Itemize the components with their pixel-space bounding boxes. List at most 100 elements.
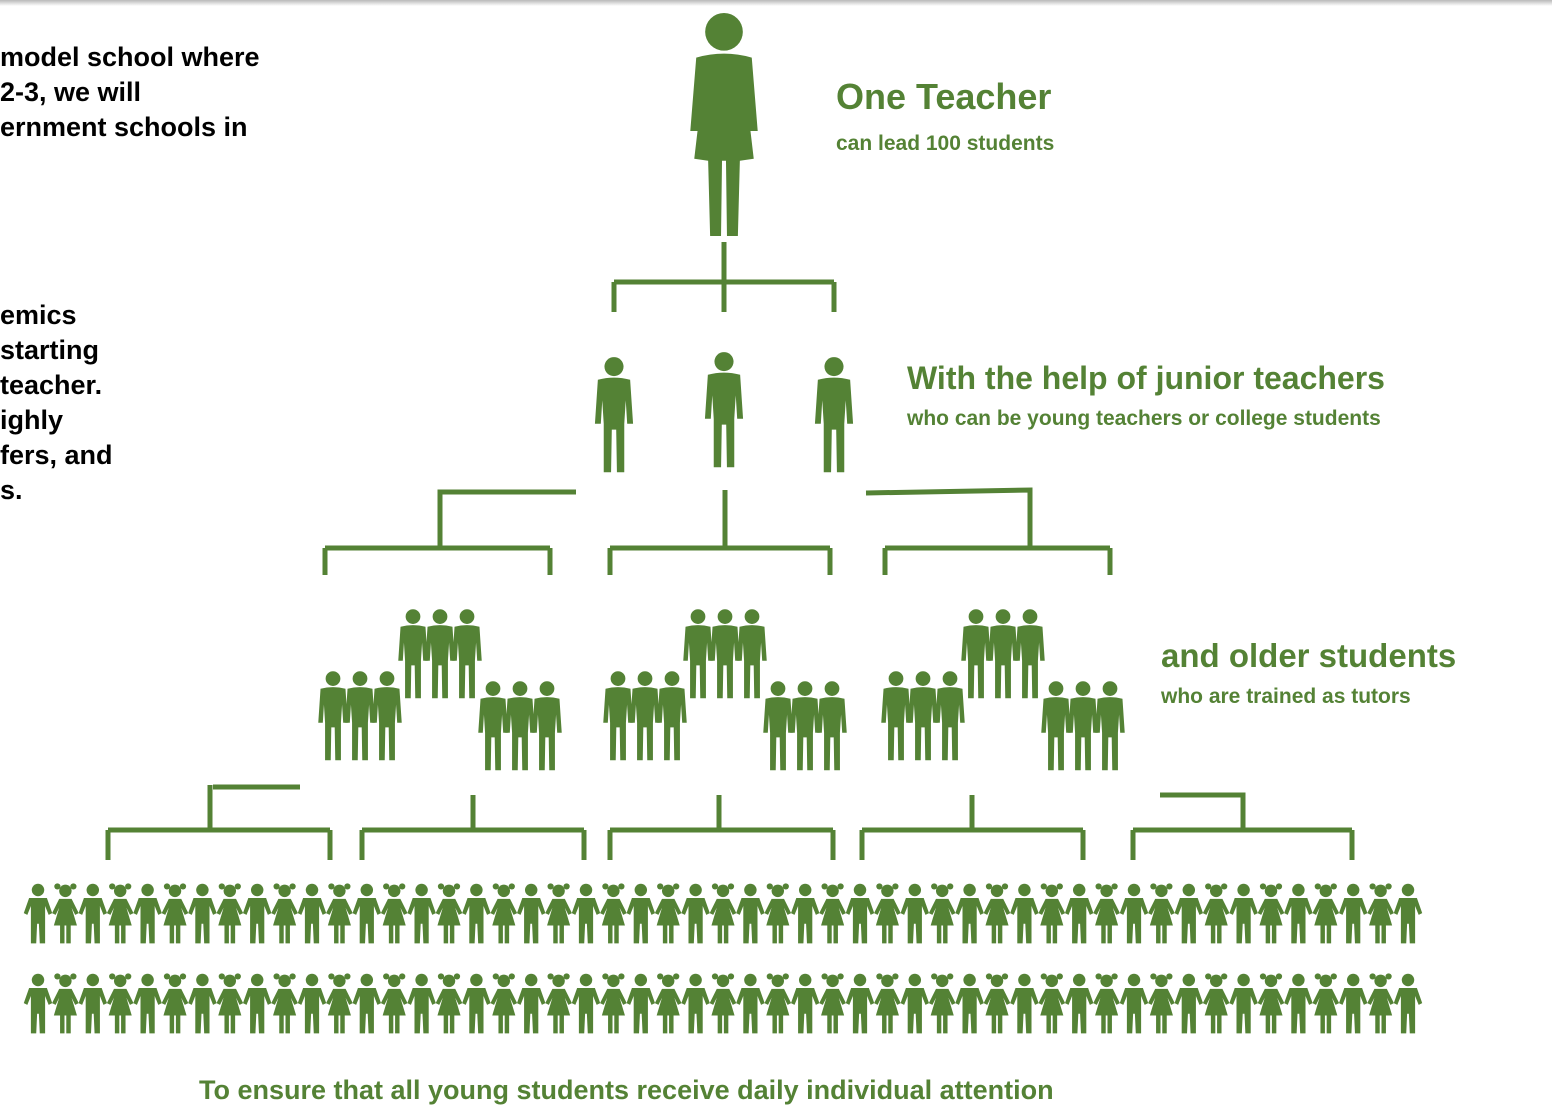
boy-child-icon: [352, 883, 382, 944]
intro-line-7: ighly: [0, 405, 64, 435]
young-connector: [859, 795, 1086, 860]
boy-child-icon: [78, 973, 108, 1034]
boy-child-icon: [352, 973, 382, 1034]
tutor-student-icon: [763, 681, 793, 771]
boy-child-icon: [1393, 883, 1423, 944]
teacher-connector: [611, 242, 837, 312]
boy-child-icon: [571, 883, 601, 944]
girl-child-icon: [490, 883, 518, 944]
boy-child-icon: [516, 973, 546, 1034]
young-connector: [607, 795, 836, 860]
tutor-student-icon: [505, 681, 535, 771]
boy-child-icon: [1010, 883, 1039, 944]
teacher-title: One Teacher: [836, 76, 1052, 117]
girl-child-icon: [435, 883, 463, 944]
tutor-student-icon: [532, 681, 562, 771]
young-connector: [105, 827, 333, 860]
boy-child-icon: [736, 973, 765, 1034]
girl-child-icon: [709, 883, 737, 944]
boy-child-icon: [297, 883, 327, 944]
group-connector: [322, 525, 553, 575]
boy-child-icon: [955, 883, 984, 944]
girl-child-icon: [1038, 883, 1066, 944]
girl-child-icon: [1038, 973, 1066, 1034]
tutors-subtitle: who are trained as tutors: [1161, 685, 1411, 708]
junior-teacher-icon: [704, 352, 744, 468]
top-border: [0, 0, 1552, 6]
boy-child-icon: [1174, 973, 1204, 1034]
tutors-title: and older students: [1161, 637, 1457, 674]
intro-line-6: teacher.: [0, 370, 103, 400]
tutor-student-icon: [603, 671, 633, 761]
tutor-student-icon: [790, 681, 820, 771]
boy-child-icon: [1229, 883, 1258, 944]
boy-child-icon: [626, 973, 656, 1034]
boy-child-icon: [297, 973, 327, 1034]
young-connector: [359, 795, 587, 860]
girl-child-icon: [1367, 883, 1394, 944]
tutor-student-icon: [452, 609, 482, 699]
girl-child-icon: [874, 973, 901, 1034]
intro-line-5: starting: [0, 335, 100, 365]
girl-child-icon: [545, 883, 572, 944]
boy-child-icon: [1284, 883, 1313, 944]
tutor-student-icon: [372, 671, 402, 761]
girl-child-icon: [1257, 973, 1285, 1034]
girl-child-icon: [1312, 973, 1340, 1034]
girl-child-icon: [1312, 883, 1340, 944]
boy-child-icon: [1064, 973, 1094, 1034]
girl-child-icon: [52, 883, 79, 944]
intro-line-1: model school where: [0, 42, 260, 72]
tutor-student-icon: [737, 609, 767, 699]
girl-child-icon: [600, 973, 627, 1034]
boy-child-icon: [462, 883, 491, 944]
boy-child-icon: [790, 973, 820, 1034]
tutor-student-icon: [881, 671, 911, 761]
tutor-student-icon: [398, 609, 428, 699]
boy-child-icon: [845, 973, 875, 1034]
girl-child-icon: [983, 973, 1011, 1034]
boy-child-icon: [626, 883, 656, 944]
intro-line-4: emics: [0, 300, 77, 330]
junior-teacher-icon: [814, 357, 854, 473]
tutor-student-icon: [1041, 681, 1071, 771]
boy-child-icon: [133, 973, 162, 1034]
tutor-student-icon: [1068, 681, 1098, 771]
boy-child-icon: [845, 883, 875, 944]
boy-child-icon: [188, 973, 217, 1034]
tutor-student-icon: [318, 671, 348, 761]
girl-child-icon: [216, 883, 244, 944]
boy-child-icon: [955, 973, 984, 1034]
girl-child-icon: [435, 973, 463, 1034]
girl-child-icon: [1148, 883, 1175, 944]
tutor-student-icon: [425, 609, 455, 699]
group-connector: [607, 525, 833, 575]
boy-child-icon: [188, 883, 217, 944]
tutor-student-icon: [710, 609, 740, 699]
boy-child-icon: [242, 973, 272, 1034]
intro-line-9: s.: [0, 475, 23, 505]
girl-child-icon: [1202, 883, 1230, 944]
tutor-student-icon: [478, 681, 508, 771]
tutor-student-icon: [630, 671, 660, 761]
girl-child-icon: [161, 883, 189, 944]
girl-child-icon: [106, 883, 134, 944]
tutor-student-icon: [345, 671, 375, 761]
intro-line-8: fers, and: [0, 440, 113, 470]
girl-child-icon: [654, 973, 682, 1034]
boy-child-icon: [1338, 883, 1368, 944]
tutor-student-icon: [657, 671, 687, 761]
tutor-student-icon: [988, 609, 1018, 699]
tutor-student-icon: [935, 671, 965, 761]
girl-child-icon: [271, 973, 298, 1034]
young-caption: To ensure that all young students receiv…: [199, 1075, 1054, 1105]
girl-child-icon: [874, 883, 901, 944]
girl-child-icon: [1148, 973, 1175, 1034]
boy-child-icon: [407, 883, 436, 944]
girl-child-icon: [326, 973, 353, 1034]
boy-child-icon: [1284, 973, 1313, 1034]
boy-child-icon: [78, 883, 108, 944]
boy-child-icon: [133, 883, 162, 944]
female-teacher-icon: [690, 12, 758, 237]
